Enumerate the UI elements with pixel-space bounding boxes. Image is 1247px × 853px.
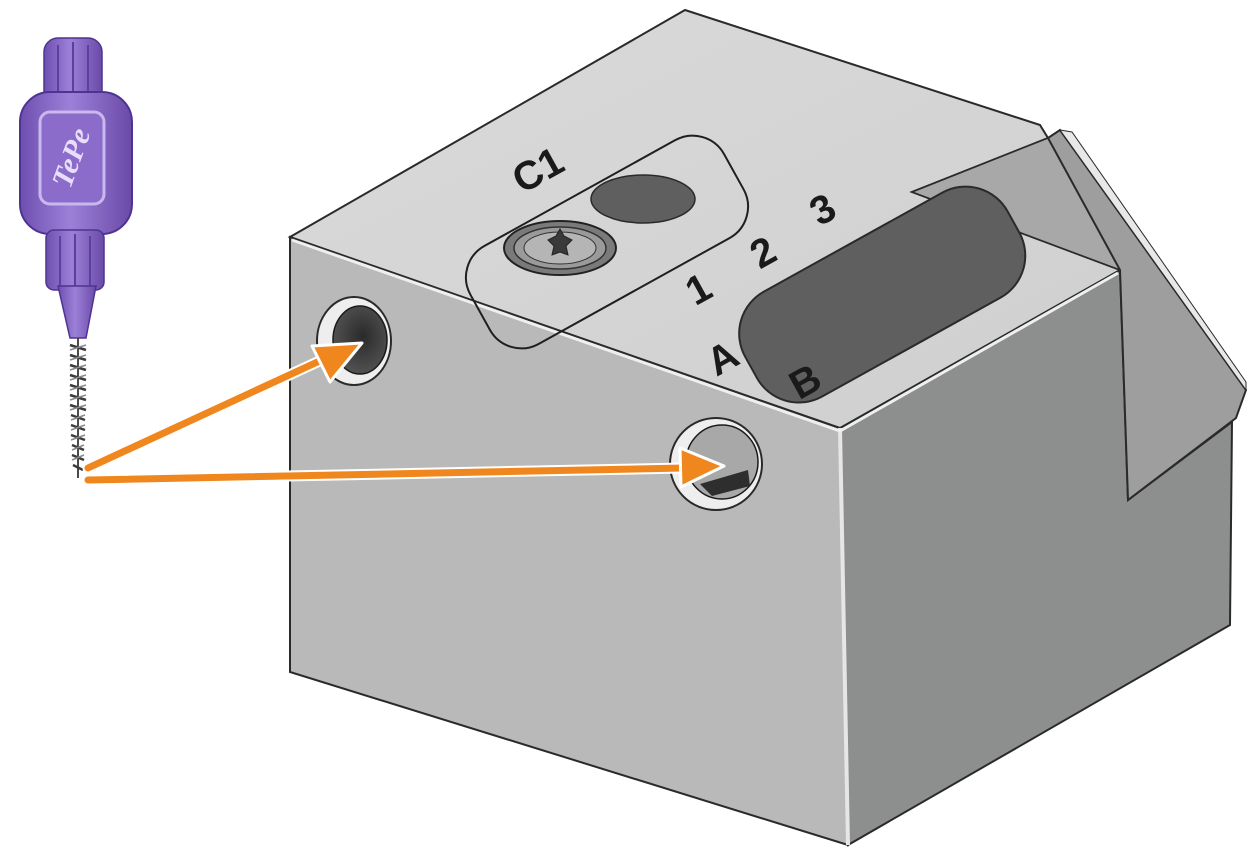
ab-port bbox=[738, 185, 1027, 404]
block-edge-highlight bbox=[838, 427, 850, 846]
tepe-logo: TePe bbox=[38, 110, 106, 206]
manifold-block: C1 1 2 3 A B bbox=[287, 8, 1247, 847]
torx-screw-icon bbox=[503, 220, 617, 276]
arrow-to-hole-2 bbox=[82, 446, 726, 489]
brush-bristles bbox=[69, 338, 87, 478]
c1-port bbox=[590, 174, 696, 224]
brush-tip bbox=[57, 285, 97, 339]
c1-slot-outline bbox=[464, 134, 750, 350]
block-slope-edge bbox=[1058, 129, 1247, 392]
arrow-to-hole-1 bbox=[82, 341, 364, 474]
interdental-brush: TePe bbox=[19, 37, 133, 478]
